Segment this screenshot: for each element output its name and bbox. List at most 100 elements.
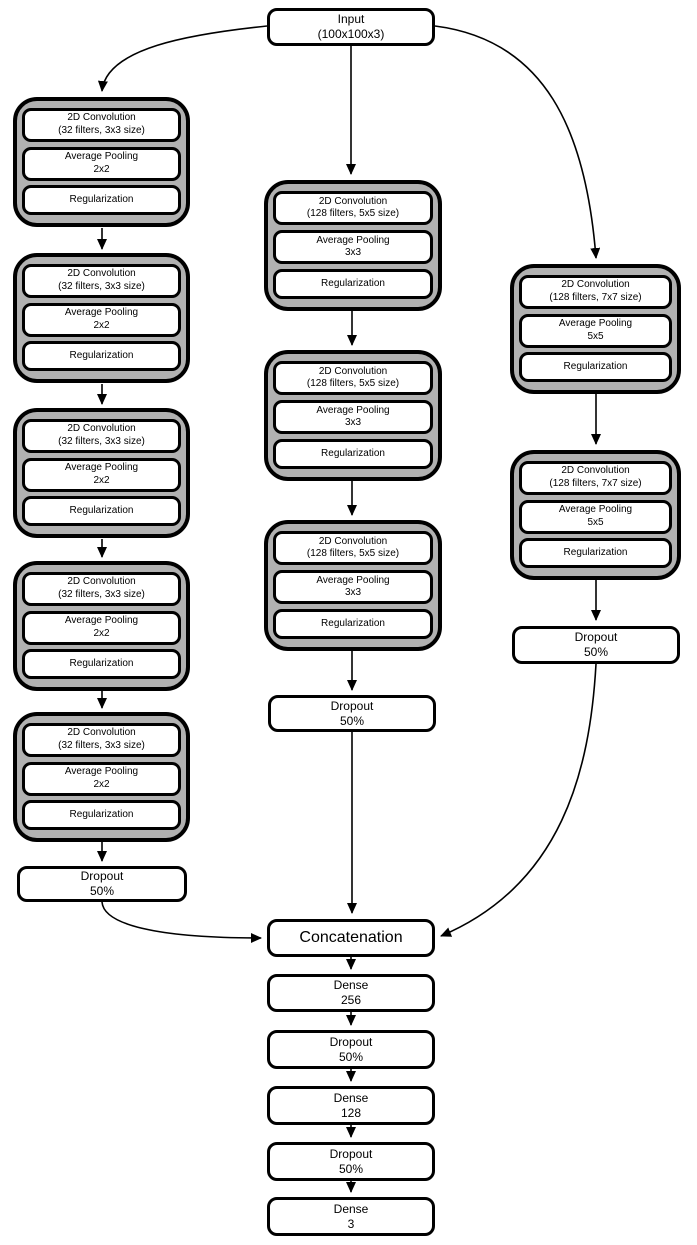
- avg-pooling-layer: Average Pooling 3x3: [273, 230, 433, 264]
- layer-label: Average Pooling: [64, 766, 139, 777]
- layer-label: 2D Convolution: [318, 195, 388, 207]
- layer-label: Average Pooling: [316, 574, 390, 586]
- layer-label: Average Pooling: [558, 504, 633, 515]
- conv2d-layer: 2D Convolution (128 filters, 7x7 size): [519, 460, 672, 495]
- concatenation-label: Concatenation: [299, 929, 403, 946]
- layer-params: (128 filters, 7x7 size): [549, 477, 642, 489]
- conv2d-layer: 2D Convolution (32 filters, 3x3 size): [22, 418, 181, 453]
- dense-label: Dense: [333, 978, 369, 992]
- regularization-layer: Regularization: [22, 185, 181, 216]
- input-node: Input (100x100x3): [267, 8, 435, 46]
- regularization-layer: Regularization: [22, 341, 181, 372]
- dense-label: Dense: [333, 1201, 369, 1216]
- dropout-label: Dropout: [574, 630, 618, 644]
- layer-label: Regularization: [69, 350, 134, 361]
- dense-units: 128: [340, 1105, 362, 1120]
- layer-label: Regularization: [563, 361, 628, 372]
- layer-params: 2x2: [93, 474, 110, 486]
- layer-params: 3x3: [344, 587, 362, 598]
- dropout-label: Dropout: [329, 1034, 373, 1049]
- layer-label: Average Pooling: [64, 615, 139, 626]
- layer-label: Regularization: [69, 194, 134, 205]
- layer-params: (32 filters, 3x3 size): [58, 280, 145, 292]
- dropout-rate: 50%: [338, 1161, 364, 1176]
- layer-label: Regularization: [321, 277, 385, 289]
- dropout-node-left: Dropout 50%: [17, 866, 187, 902]
- layer-label: 2D Convolution: [67, 112, 136, 124]
- conv2d-layer: 2D Convolution (128 filters, 5x5 size): [273, 531, 433, 565]
- avg-pooling-layer: Average Pooling 5x5: [519, 313, 672, 348]
- avg-pooling-layer: Average Pooling 2x2: [22, 761, 181, 796]
- layer-label: Regularization: [69, 809, 134, 820]
- layer-params: (32 filters, 3x3 size): [58, 124, 145, 136]
- dropout-rate: 50%: [338, 1049, 364, 1064]
- layer-label: 2D Convolution: [318, 535, 388, 547]
- layer-params: (32 filters, 3x3 size): [58, 588, 145, 600]
- layer-label: Average Pooling: [316, 404, 390, 416]
- layer-params: 2x2: [93, 163, 110, 175]
- layer-params: (128 filters, 5x5 size): [306, 208, 400, 219]
- layer-params: 5x5: [587, 330, 604, 342]
- dropout-rate: 50%: [583, 645, 609, 659]
- avg-pooling-layer: Average Pooling 3x3: [273, 400, 433, 434]
- layer-label: Average Pooling: [316, 234, 390, 246]
- dense-3-node: Dense 3: [267, 1197, 435, 1236]
- layer-label: Regularization: [69, 505, 134, 516]
- layer-params: (128 filters, 7x7 size): [549, 291, 642, 303]
- avg-pooling-layer: Average Pooling 2x2: [22, 610, 181, 645]
- layer-label: Average Pooling: [64, 151, 139, 162]
- layer-label: 2D Convolution: [67, 576, 136, 588]
- conv-block-right-1: 2D Convolution (128 filters, 7x7 size) A…: [510, 264, 681, 394]
- conv-block-left-3: 2D Convolution (32 filters, 3x3 size) Av…: [13, 408, 190, 538]
- layer-label: 2D Convolution: [561, 465, 630, 477]
- layer-params: 3x3: [344, 417, 362, 428]
- layer-params: 2x2: [93, 319, 110, 331]
- layer-label: 2D Convolution: [67, 727, 136, 739]
- concatenation-node: Concatenation: [267, 919, 435, 957]
- layer-label: Regularization: [69, 658, 134, 669]
- conv-block-left-4: 2D Convolution (32 filters, 3x3 size) Av…: [13, 561, 190, 691]
- dropout-node-right: Dropout 50%: [512, 626, 680, 664]
- layer-params: 3x3: [344, 247, 362, 258]
- dropout-node-tail-1: Dropout 50%: [267, 1030, 435, 1069]
- regularization-layer: Regularization: [22, 649, 181, 680]
- dense-256-node: Dense 256: [267, 974, 435, 1012]
- avg-pooling-layer: Average Pooling 5x5: [519, 499, 672, 534]
- conv2d-layer: 2D Convolution (32 filters, 3x3 size): [22, 107, 181, 142]
- layer-label: Average Pooling: [64, 307, 139, 318]
- regularization-layer: Regularization: [519, 352, 672, 383]
- regularization-layer: Regularization: [273, 609, 433, 639]
- conv-block-middle-3: 2D Convolution (128 filters, 5x5 size) A…: [264, 520, 442, 651]
- input-label: Input: [337, 12, 365, 26]
- dense-128-node: Dense 128: [267, 1086, 435, 1125]
- avg-pooling-layer: Average Pooling 3x3: [273, 570, 433, 604]
- conv-block-right-2: 2D Convolution (128 filters, 7x7 size) A…: [510, 450, 681, 580]
- layer-params: (128 filters, 5x5 size): [306, 378, 400, 389]
- conv2d-layer: 2D Convolution (128 filters, 5x5 size): [273, 361, 433, 395]
- dense-label: Dense: [333, 1090, 369, 1105]
- avg-pooling-layer: Average Pooling 2x2: [22, 457, 181, 492]
- regularization-layer: Regularization: [519, 538, 672, 569]
- input-shape: (100x100x3): [317, 27, 385, 41]
- layer-label: 2D Convolution: [67, 423, 136, 435]
- dropout-label: Dropout: [329, 1146, 373, 1161]
- conv2d-layer: 2D Convolution (128 filters, 7x7 size): [519, 274, 672, 309]
- layer-label: 2D Convolution: [561, 279, 630, 291]
- conv-block-left-1: 2D Convolution (32 filters, 3x3 size) Av…: [13, 97, 190, 227]
- dropout-node-tail-2: Dropout 50%: [267, 1142, 435, 1181]
- conv2d-layer: 2D Convolution (32 filters, 3x3 size): [22, 263, 181, 298]
- regularization-layer: Regularization: [22, 800, 181, 831]
- dropout-rate: 50%: [339, 713, 365, 728]
- layer-params: (32 filters, 3x3 size): [58, 435, 145, 447]
- layer-params: (32 filters, 3x3 size): [58, 739, 145, 751]
- layer-label: 2D Convolution: [318, 365, 388, 377]
- layer-label: Regularization: [321, 617, 385, 629]
- layer-label: Average Pooling: [558, 318, 633, 329]
- dense-units: 3: [347, 1216, 355, 1231]
- layer-label: Regularization: [563, 547, 628, 558]
- layer-params: (128 filters, 5x5 size): [306, 548, 400, 559]
- regularization-layer: Regularization: [22, 496, 181, 527]
- dense-units: 256: [340, 993, 362, 1007]
